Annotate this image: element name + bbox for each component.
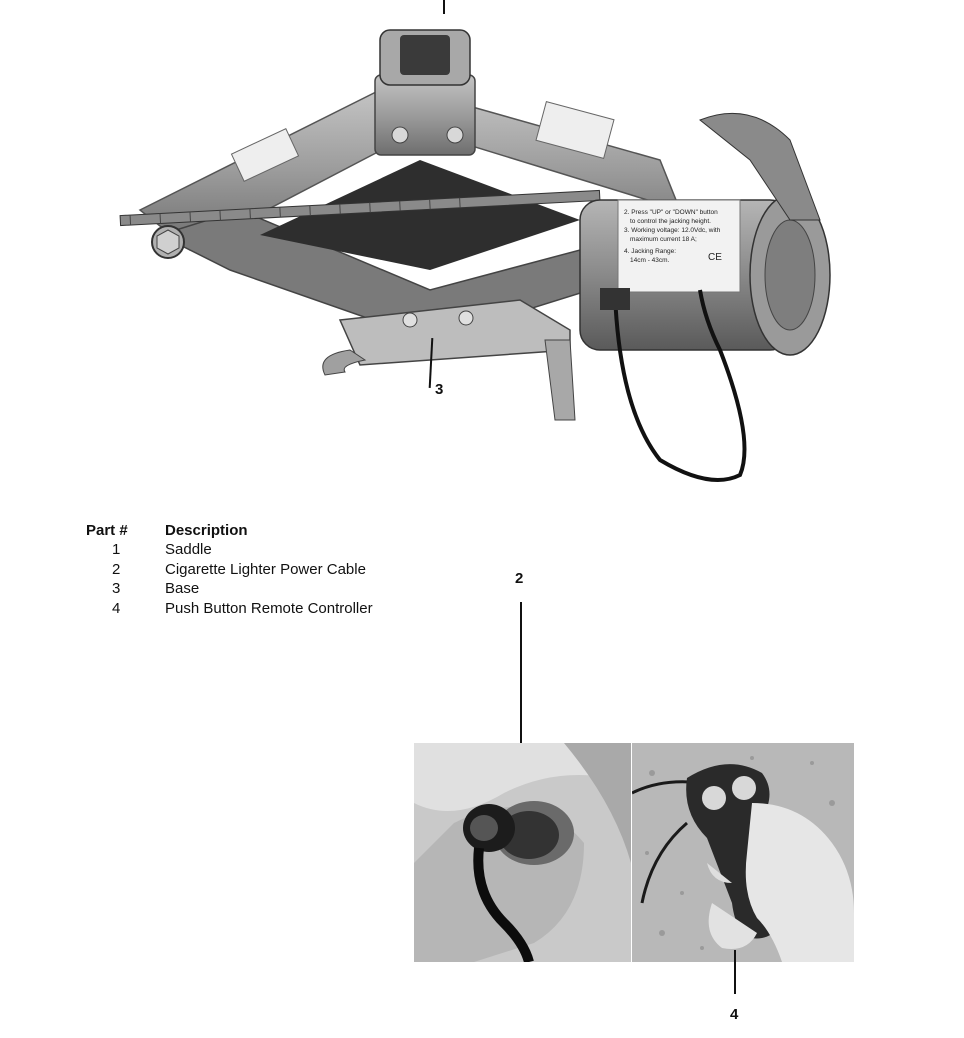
power-cable [613,289,747,482]
callout-1-leader [443,0,445,14]
cigarette-lighter-photo [414,743,631,962]
label-line-1: 2. Press "UP" or "DOWN" button [624,209,718,216]
part-description: Saddle [165,541,212,558]
motor-label [617,199,741,293]
part-description: Push Button Remote Controller [165,599,373,617]
threaded-screw [119,189,601,227]
part-number: 3 [112,580,121,597]
label-line-5: 4. Jacking Range: [624,248,676,255]
part-number: 2 [112,560,121,578]
callout-4-leader [734,950,736,994]
label-line-6: 14cm - 43cm. [630,257,670,264]
parts-table: Part # Description 1 Saddle 2 Cigarette … [86,522,373,618]
callout-3: 3 [435,381,444,398]
scissor-jack-illustration: 2. Press "UP" or "DOWN" button to contro… [119,29,831,482]
part-number: 4 [112,599,121,617]
callout-2: 2 [515,570,524,587]
callout-4: 4 [730,1006,739,1023]
label-line-2: to control the jacking height. [630,218,711,225]
header-description: Description [165,522,248,539]
table-row: 2 Cigarette Lighter Power Cable [86,560,373,580]
table-row: 3 Base [86,579,373,599]
part-description: Base [165,580,200,597]
header-part-number: Part # [86,522,128,539]
table-row: 4 Push Button Remote Controller [86,599,373,619]
part-number: 1 [112,541,121,558]
part-description: Cigarette Lighter Power Cable [165,560,366,578]
table-row: 1 Saddle [86,540,373,560]
remote-controller-photo [632,743,854,962]
callout-2-leader [520,602,522,764]
ce-mark: CE [708,252,722,263]
saddle-block [374,74,476,156]
label-line-3: 3. Working voltage: 12.0Vdc, with [624,227,721,234]
label-line-4: maximum current 18 A; [630,236,697,243]
